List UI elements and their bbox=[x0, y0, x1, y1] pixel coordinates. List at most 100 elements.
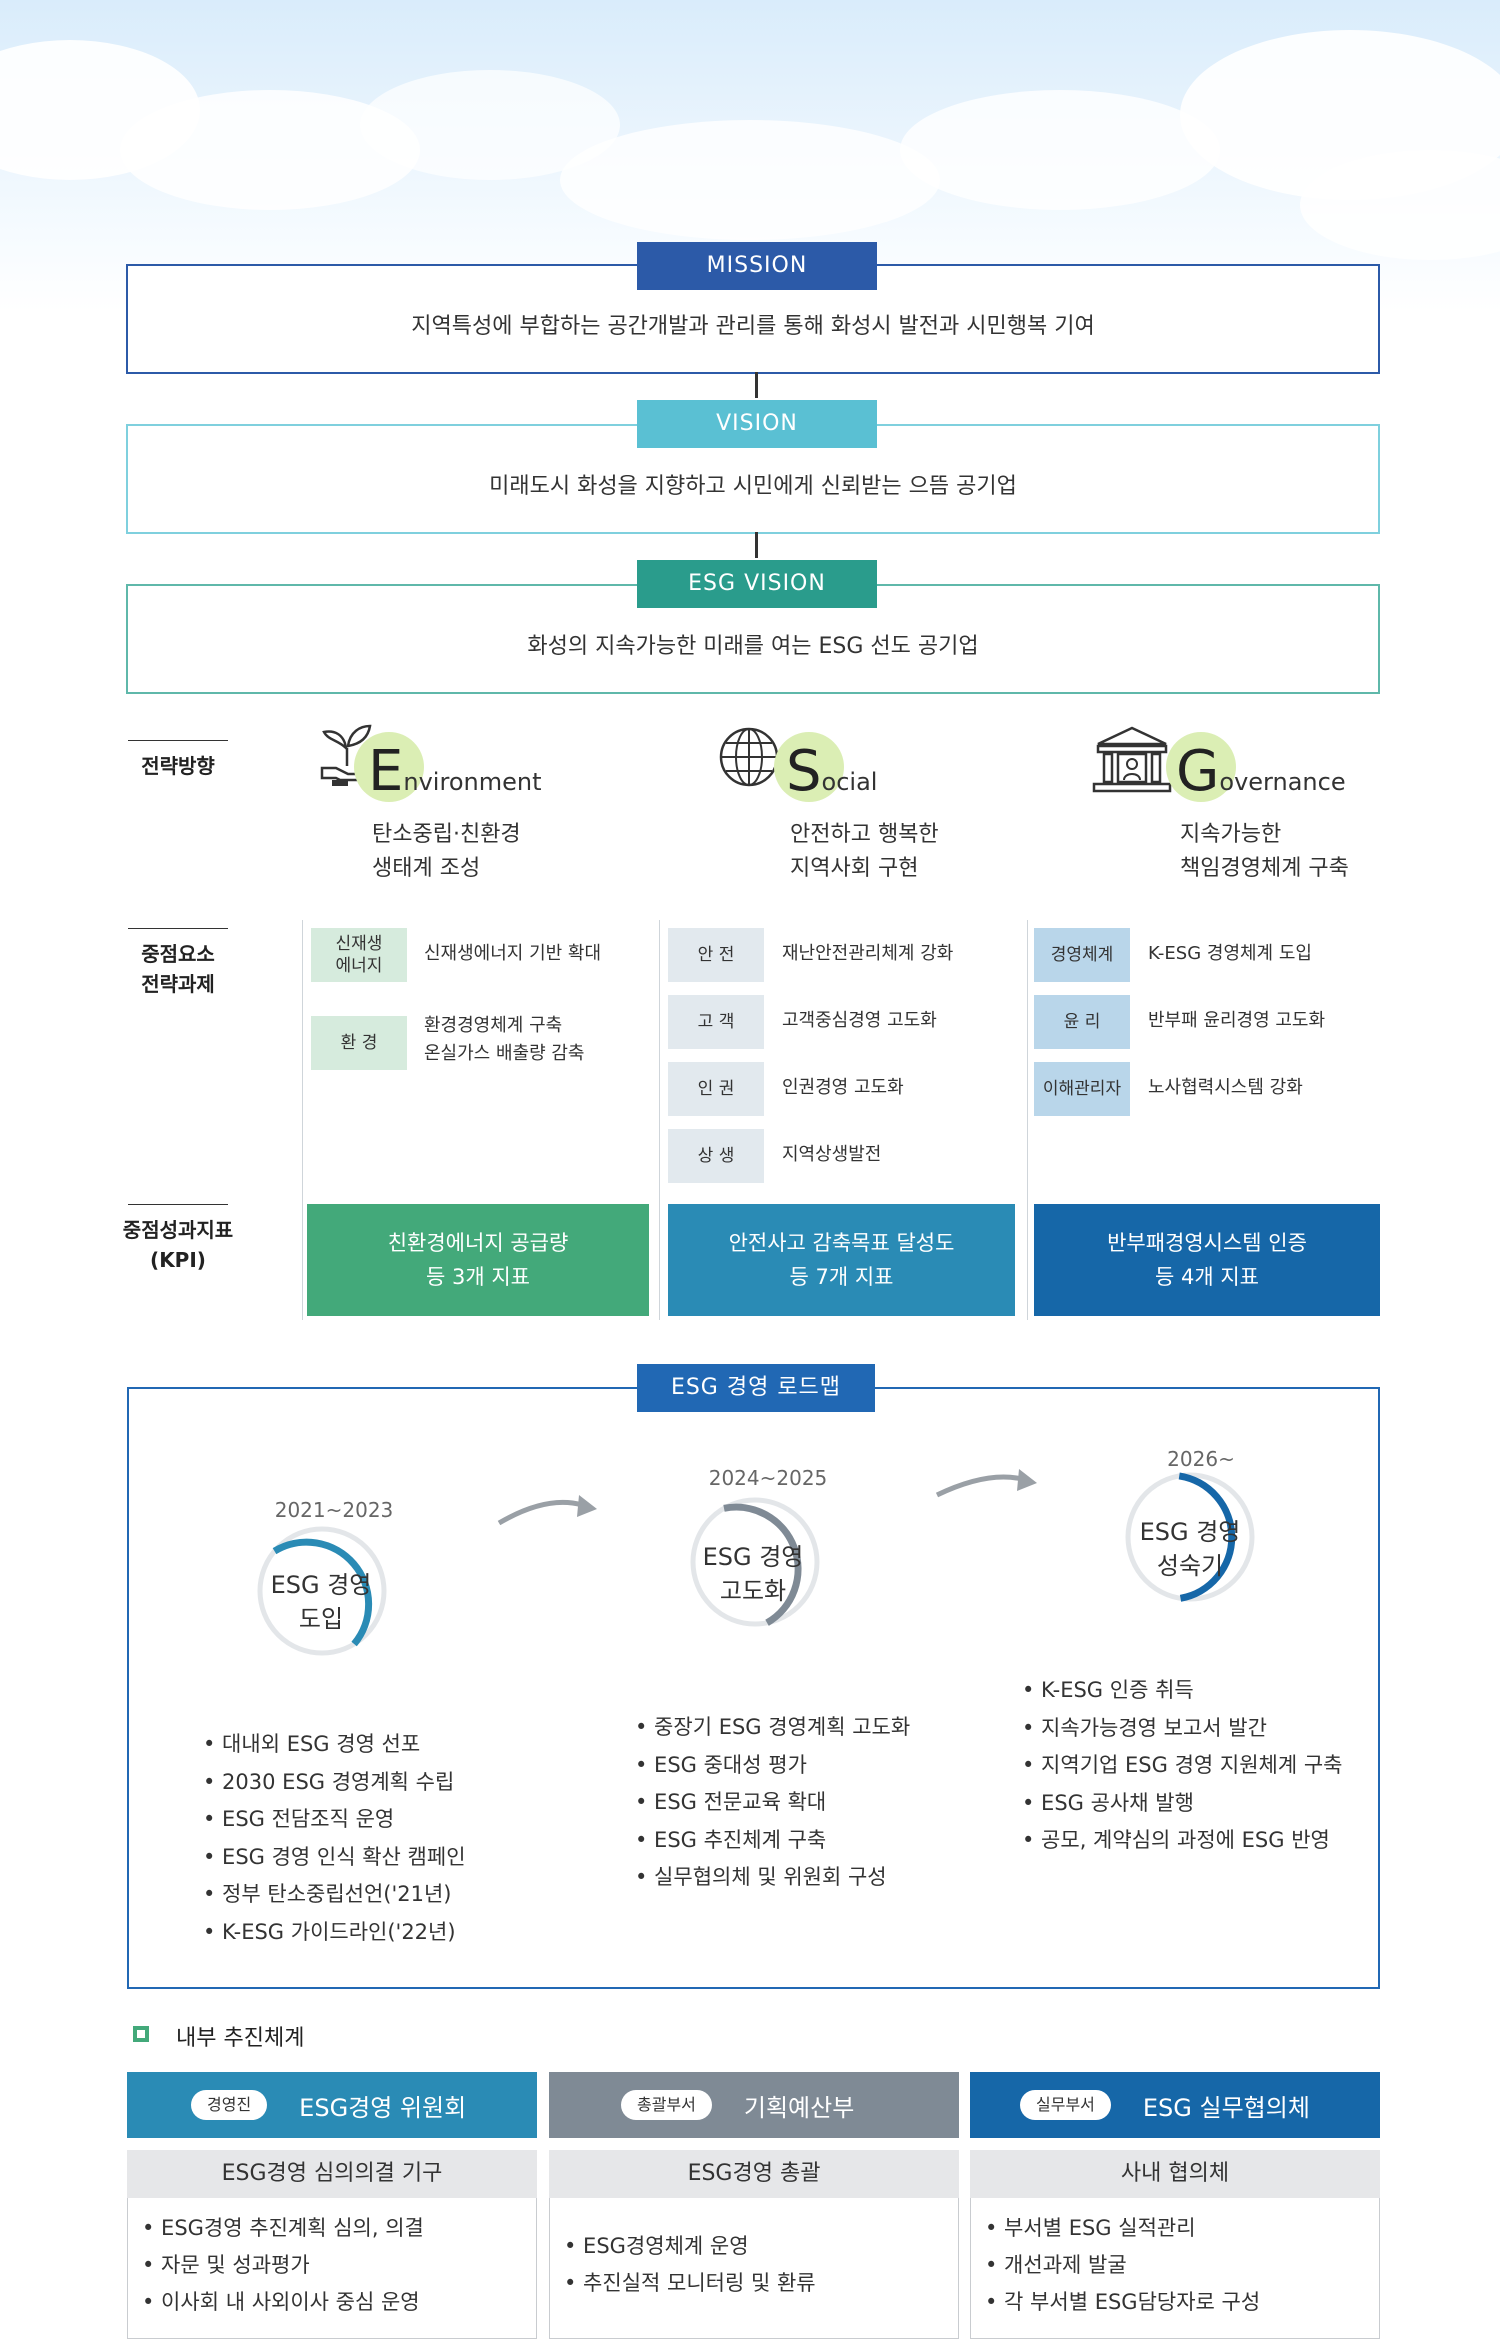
list-item: • K-ESG 인증 취득 bbox=[1022, 1678, 1194, 1702]
org-header-planning: 총괄부서 기획예산부 bbox=[549, 2072, 959, 2138]
task-chip: 안 전 bbox=[668, 928, 764, 982]
list-item: • ESG 추진체계 구축 bbox=[635, 1827, 827, 1852]
task-text: 지역상생발전 bbox=[782, 1144, 882, 1165]
org-body: • ESG경영 추진계획 심의, 의결 • 자문 및 성과평가 • 이사회 내 … bbox=[127, 2198, 537, 2339]
stage-year: 2021~2023 bbox=[263, 1498, 405, 1522]
org-name: ESG 실무협의체 bbox=[1142, 2093, 1310, 2122]
list-item: • 지역기업 ESG 경영 지원체계 구축 bbox=[1022, 1753, 1343, 1777]
task-text: 고객중심경영 고도화 bbox=[782, 1010, 937, 1031]
list-item: • ESG경영 추진계획 심의, 의결 bbox=[142, 2216, 424, 2240]
roadmap-tag: ESG 경영 로드맵 bbox=[637, 1364, 875, 1412]
stage-items: • 중장기 ESG 경영계획 고도화 • ESG 중대성 평가 • ESG 전문… bbox=[635, 1709, 910, 1897]
row-label-direction: 전략방향 bbox=[118, 740, 238, 781]
list-item: • ESG 전담조직 운영 bbox=[203, 1807, 395, 1831]
vision-text: 미래도시 화성을 지향하고 시민에게 신뢰받는 으뜸 공기업 bbox=[489, 474, 1017, 499]
list-item: • ESG경영체계 운영 bbox=[564, 2234, 749, 2258]
connector-line bbox=[755, 372, 758, 398]
list-item: • 공모, 계약심의 과정에 ESG 반영 bbox=[1022, 1828, 1330, 1852]
pillar-title-social: Social bbox=[786, 739, 878, 804]
mission-tag: MISSION bbox=[637, 242, 877, 290]
stage-year: 2026~ bbox=[1140, 1447, 1262, 1471]
connector-line bbox=[755, 532, 758, 558]
task-chip: 고 객 bbox=[668, 995, 764, 1049]
roadmap-rings bbox=[257, 1469, 1255, 1656]
list-item: • 이사회 내 사외이사 중심 운영 bbox=[142, 2290, 420, 2314]
list-item: • 추진실적 모니터링 및 환류 bbox=[564, 2271, 816, 2295]
arrow-head bbox=[1017, 1469, 1037, 1491]
list-item: • 부서별 ESG 실적관리 bbox=[985, 2216, 1196, 2240]
esg-vision-text: 화성의 지속가능한 미래를 여는 ESG 선도 공기업 bbox=[527, 634, 979, 659]
task-text: 인권경영 고도화 bbox=[782, 1077, 904, 1098]
list-item: • 지속가능경영 보고서 발간 bbox=[1022, 1715, 1267, 1740]
org-header-committee: 경영진 ESG경영 위원회 bbox=[127, 2072, 537, 2138]
org-subtitle: ESG경영 심의의결 기구 bbox=[127, 2150, 537, 2198]
task-chip: 경영체계 bbox=[1034, 928, 1130, 982]
globe-icon bbox=[719, 727, 779, 787]
list-item: • ESG 공사채 발행 bbox=[1022, 1790, 1194, 1815]
list-item: • 중장기 ESG 경영계획 고도화 bbox=[635, 1715, 911, 1739]
pillar-title-environment: Environment bbox=[368, 739, 542, 804]
pillar-title-governance: Governance bbox=[1176, 739, 1346, 804]
task-text: 신재생에너지 기반 확대 bbox=[424, 943, 602, 964]
org-header-council: 실무부서 ESG 실무협의체 bbox=[970, 2072, 1380, 2138]
list-item: • ESG 중대성 평가 bbox=[635, 1752, 807, 1777]
list-item: • 2030 ESG 경영계획 수립 bbox=[203, 1769, 455, 1794]
task-chip: 이해관리자 bbox=[1034, 1062, 1130, 1116]
list-item: • ESG 전문교육 확대 bbox=[635, 1790, 827, 1814]
list-item: • 실무협의체 및 위원회 구성 bbox=[635, 1865, 887, 1889]
column-separator bbox=[1027, 920, 1028, 1320]
stage-items: • 대내외 ESG 경영 선포 • 2030 ESG 경영계획 수립 • ESG… bbox=[203, 1726, 466, 1951]
task-text: K-ESG 경영체계 도입 bbox=[1148, 943, 1312, 964]
letter-circle-s bbox=[774, 732, 844, 802]
task-text: 노사협력시스템 강화 bbox=[1148, 1077, 1303, 1098]
arrow-head bbox=[577, 1495, 597, 1517]
column-separator bbox=[302, 920, 303, 1320]
letter-circle-e bbox=[354, 732, 424, 802]
task-chip: 윤 리 bbox=[1034, 995, 1130, 1049]
org-subtitle: 사내 협의체 bbox=[970, 2150, 1380, 2198]
task-chip: 상 생 bbox=[668, 1129, 764, 1183]
task-chip: 환 경 bbox=[311, 1016, 407, 1070]
mission-text: 지역특성에 부합하는 공간개발과 관리를 통해 화성시 발전과 시민행복 기여 bbox=[411, 314, 1095, 339]
ring-track bbox=[257, 1526, 387, 1656]
ring-progress-arc bbox=[1178, 1472, 1236, 1602]
list-item: • 대내외 ESG 경영 선포 bbox=[203, 1732, 421, 1756]
letter-circle-g bbox=[1166, 732, 1236, 802]
org-body: • 부서별 ESG 실적관리 • 개선과제 발굴 • 각 부서별 ESG담당자로… bbox=[970, 2198, 1380, 2339]
org-pill: 총괄부서 bbox=[621, 2090, 712, 2120]
org-pill: 경영진 bbox=[191, 2090, 268, 2120]
list-item: • 각 부서별 ESG담당자로 구성 bbox=[985, 2290, 1261, 2314]
institution-icon bbox=[1092, 726, 1172, 793]
forward-arrow bbox=[935, 1474, 1023, 1498]
section-title: 내부 추진체계 bbox=[176, 2026, 305, 2051]
stage-year: 2024~2025 bbox=[697, 1466, 839, 1490]
list-item: • 정부 탄소중립선언('21년) bbox=[203, 1882, 452, 1906]
section-bullet-icon bbox=[133, 2026, 149, 2042]
ring-track bbox=[690, 1497, 820, 1627]
list-item: • 개선과제 발굴 bbox=[985, 2253, 1127, 2277]
org-subtitle: ESG경영 총괄 bbox=[549, 2150, 959, 2198]
list-item: • 자문 및 성과평가 bbox=[142, 2253, 310, 2277]
org-body: • ESG경영체계 운영 • 추진실적 모니터링 및 환류 bbox=[549, 2198, 959, 2339]
column-separator bbox=[659, 920, 660, 1320]
esg-vision-tag: ESG VISION bbox=[637, 560, 877, 608]
ring-progress-arc bbox=[723, 1503, 802, 1626]
list-item: • ESG 경영 인식 확산 캠페인 bbox=[203, 1844, 466, 1869]
org-name: ESG경영 위원회 bbox=[299, 2093, 467, 2122]
vision-tag: VISION bbox=[637, 400, 877, 448]
forward-arrow bbox=[497, 1499, 583, 1526]
org-name: 기획예산부 bbox=[743, 2093, 855, 2122]
row-label-kpi: 중점성과지표(KPI) bbox=[118, 1204, 238, 1275]
